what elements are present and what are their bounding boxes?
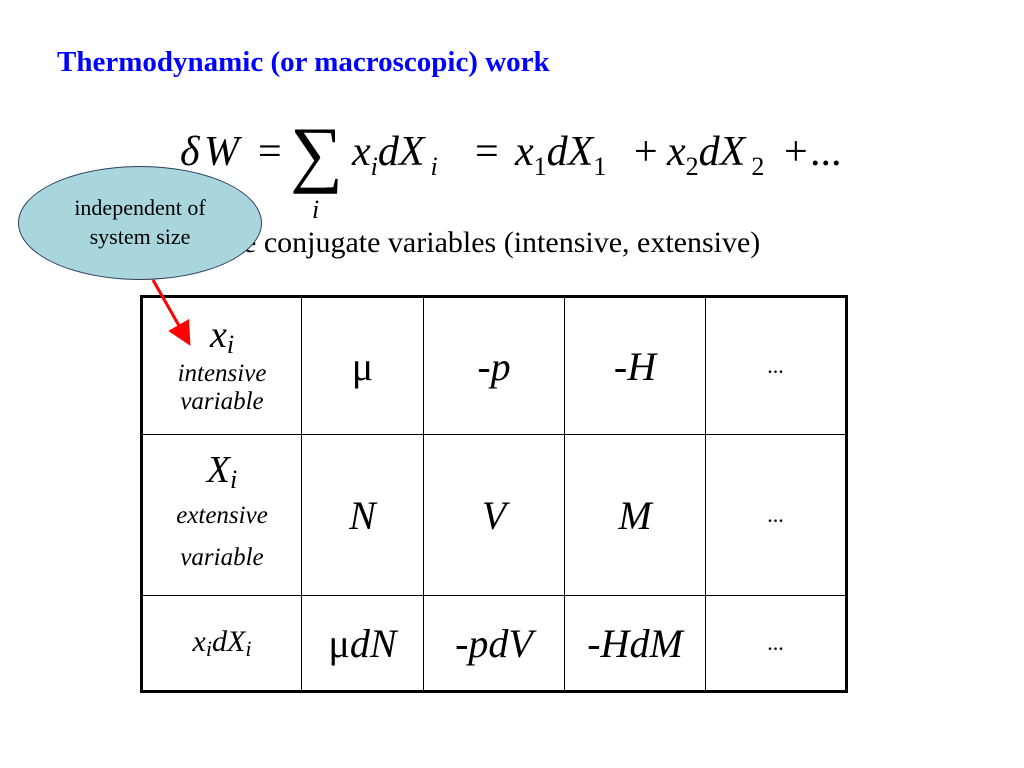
- extensive-variable-label: variable: [180, 544, 264, 572]
- intensive-variable-label: variable: [180, 388, 264, 416]
- work-symbol: W: [204, 129, 239, 175]
- table-cell-mu-dn: μdN: [301, 595, 424, 692]
- conjugate-variables-text: e conjugate variables (intensive, extens…: [243, 226, 761, 259]
- extensive-header-cell: Xi extensive variable: [141, 434, 302, 596]
- table-cell-ellipsis: ...: [705, 434, 847, 596]
- table-cell-minus-hdm: -HdM: [564, 595, 706, 692]
- intensive-symbol: xi: [209, 313, 235, 359]
- work-product-row: xidXi μdN -pdV -HdM ...: [141, 595, 847, 692]
- table-cell-v: V: [423, 434, 565, 596]
- first-term: x1dX1: [515, 129, 607, 181]
- equation-ellipsis: ...: [810, 129, 842, 175]
- work-product-label: xidXi: [192, 624, 252, 661]
- table-cell-ellipsis: ...: [705, 595, 847, 692]
- summation-symbol: ∑: [290, 113, 343, 195]
- equals-sign-1: =: [258, 129, 282, 175]
- table-cell-ellipsis: ...: [705, 296, 847, 435]
- intensive-label: intensive: [177, 359, 267, 387]
- extensive-symbol: Xi: [206, 449, 238, 495]
- extensive-row: Xi extensive variable N V M ...: [141, 434, 847, 596]
- intensive-row: xi intensive variable μ -p -H ...: [141, 296, 847, 435]
- table-cell-minus-h: -H: [564, 296, 706, 435]
- plus-sign-1: +: [634, 129, 658, 175]
- table-cell-m: M: [564, 434, 706, 596]
- callout-line-1: independent of: [74, 195, 206, 221]
- table-cell-mu: μ: [301, 296, 424, 435]
- extensive-label: extensive: [176, 501, 268, 529]
- slide-title: Thermodynamic (or macroscopic) work: [57, 46, 550, 78]
- independent-of-size-callout: independent of system size: [18, 166, 262, 280]
- table-cell-minus-pdv: -pdV: [423, 595, 565, 692]
- table-cell-n: N: [301, 434, 424, 596]
- summation-index: i: [312, 195, 320, 224]
- equals-sign-2: =: [475, 129, 499, 175]
- plus-sign-2: +: [784, 129, 808, 175]
- delta-symbol: δ: [180, 129, 200, 175]
- intensive-header-cell: xi intensive variable: [141, 296, 302, 435]
- work-product-header-cell: xidXi: [141, 595, 302, 692]
- table-cell-minus-p: -p: [423, 296, 565, 435]
- callout-line-2: system size: [89, 224, 191, 249]
- conjugate-variables-table: xi intensive variable μ -p -H ... Xi ext…: [140, 295, 848, 693]
